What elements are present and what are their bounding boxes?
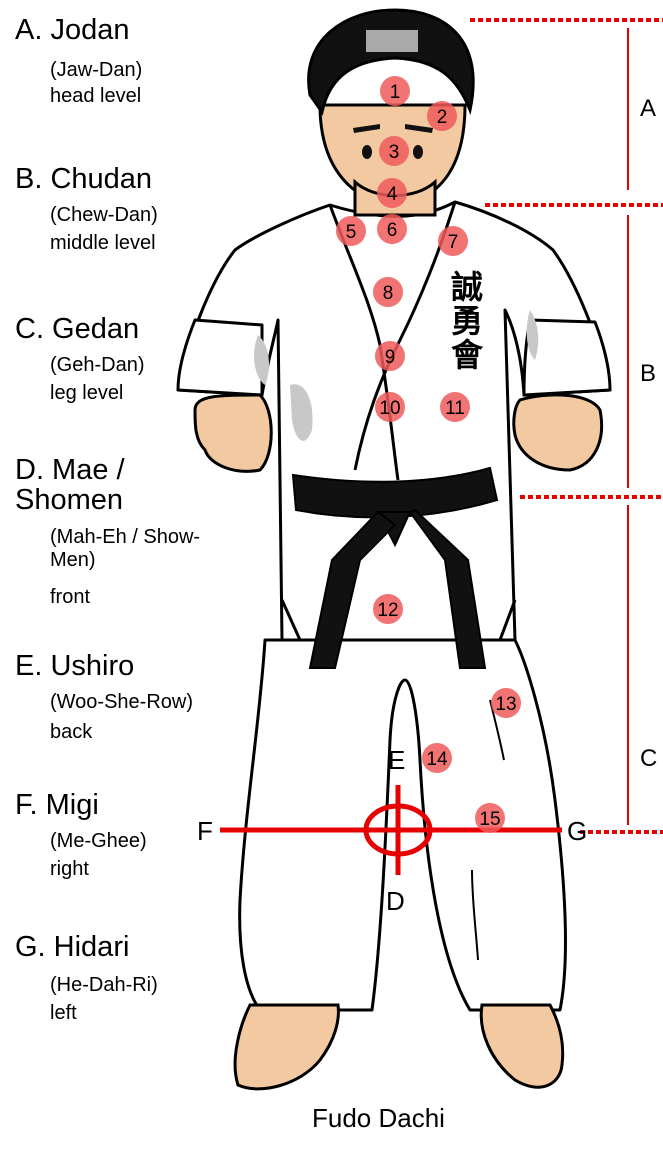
direction-letter-back: E (388, 745, 405, 776)
target-point-number: 14 (426, 749, 448, 770)
target-point-3: 3 (379, 136, 409, 166)
target-point-15: 15 (475, 803, 505, 833)
zone-letter-b: B (640, 360, 656, 388)
target-point-number: 5 (346, 222, 357, 243)
target-point-number: 6 (387, 220, 398, 241)
term: C. Gedan (15, 314, 139, 344)
target-point-13: 13 (491, 688, 521, 718)
term: A. Jodan (15, 15, 129, 45)
target-point-number: 4 (387, 184, 398, 205)
target-point-7: 7 (438, 226, 468, 256)
reading: (Jaw-Dan) (50, 59, 142, 82)
reading: (Woo-She-Row) (50, 691, 193, 714)
kanji-character: 誠 (447, 270, 487, 304)
reading: (Geh-Dan) (50, 354, 144, 377)
meaning: leg level (50, 382, 123, 405)
target-point-number: 15 (479, 809, 500, 830)
direction-letter-front: D (386, 886, 405, 917)
target-point-12: 12 (373, 594, 403, 624)
target-point-4: 4 (377, 178, 407, 208)
meaning: front (50, 586, 90, 609)
term: B. Chudan (15, 164, 152, 194)
kanji-character: 勇 (447, 304, 487, 338)
reading: (Me-Ghee) (50, 830, 147, 853)
target-point-number: 1 (390, 82, 401, 103)
target-point-2: 2 (427, 101, 457, 131)
target-point-number: 7 (448, 232, 459, 253)
reading: (He-Dah-Ri) (50, 974, 158, 997)
term: F. Migi (15, 790, 99, 820)
meaning: head level (50, 85, 141, 108)
meaning: back (50, 721, 92, 744)
zone-letter-a: A (640, 95, 656, 123)
target-point-number: 11 (445, 398, 465, 419)
target-point-11: 11 (440, 392, 470, 422)
kanji-character: 會 (447, 338, 487, 372)
target-point-number: 13 (495, 694, 516, 715)
target-point-1: 1 (380, 76, 410, 106)
term: G. Hidari (15, 932, 129, 962)
target-point-6: 6 (377, 214, 407, 244)
target-point-9: 9 (375, 341, 405, 371)
feet (235, 1005, 563, 1089)
target-point-number: 8 (383, 283, 394, 304)
reading: (Mah-Eh / Show-Men) (50, 526, 210, 572)
target-point-14: 14 (422, 743, 452, 773)
target-point-number: 2 (437, 107, 448, 128)
target-point-number: 9 (385, 347, 396, 368)
target-point-10: 10 (375, 392, 405, 422)
direction-letter-left: G (567, 816, 587, 847)
stance-caption: Fudo Dachi (312, 1103, 445, 1134)
term: E. Ushiro (15, 651, 134, 681)
term: D. Mae / Shomen (15, 455, 185, 515)
target-point-number: 10 (379, 398, 400, 419)
meaning: middle level (50, 232, 156, 255)
meaning: left (50, 1002, 77, 1025)
target-point-8: 8 (373, 277, 403, 307)
target-point-number: 12 (377, 600, 398, 621)
direction-letter-right: F (197, 816, 213, 847)
zone-letter-c: C (640, 745, 657, 773)
target-point-5: 5 (336, 216, 366, 246)
reading: (Chew-Dan) (50, 204, 158, 227)
target-point-number: 3 (389, 142, 400, 163)
meaning: right (50, 858, 89, 881)
